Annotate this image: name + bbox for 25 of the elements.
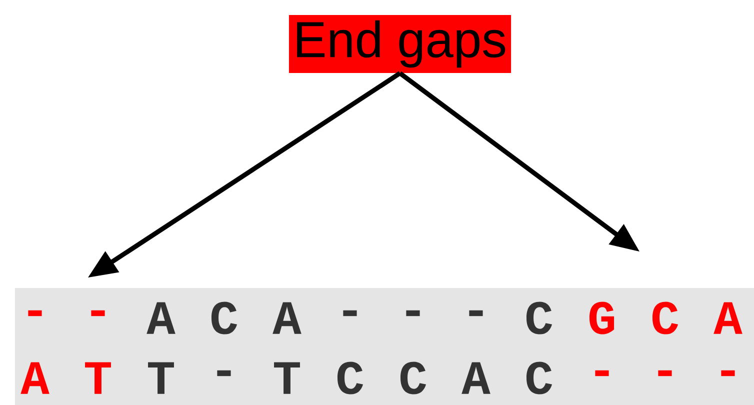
alignment-character: A bbox=[272, 302, 302, 334]
alignment-character: C bbox=[211, 302, 238, 334]
alignment-character: C bbox=[526, 302, 552, 334]
alignment-character: - bbox=[406, 310, 420, 316]
alignment-character: A bbox=[146, 302, 176, 334]
alignment-character: - bbox=[469, 310, 483, 316]
alignment-character: C bbox=[652, 302, 678, 334]
alignment-character: - bbox=[217, 370, 231, 376]
alignment-character: T bbox=[274, 362, 300, 394]
alignment-character: C bbox=[526, 362, 552, 394]
alignment-character: A bbox=[462, 362, 490, 394]
alignment-character: - bbox=[595, 370, 609, 376]
alignment-character: - bbox=[28, 310, 42, 316]
alignment-character: C bbox=[337, 362, 364, 394]
alignment-character: G bbox=[589, 302, 614, 334]
alignment-character: - bbox=[91, 310, 105, 316]
alignment-character: A bbox=[20, 362, 50, 394]
alignment-character: - bbox=[343, 310, 357, 316]
alignment-character: - bbox=[658, 370, 672, 376]
label-box: End gaps bbox=[288, 15, 512, 73]
alignment-character: T bbox=[148, 362, 174, 394]
alignment-character: - bbox=[721, 370, 735, 376]
alignment-character: C bbox=[400, 362, 426, 394]
alignment-character: A bbox=[714, 302, 742, 334]
alignment-character: T bbox=[85, 362, 111, 394]
